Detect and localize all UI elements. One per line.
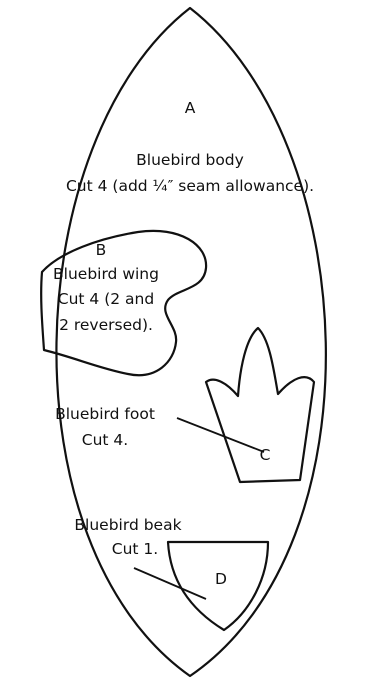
beak-name-label: Bluebird beak bbox=[74, 516, 182, 534]
wing-name-label: Bluebird wing bbox=[53, 265, 159, 283]
body-piece-outline bbox=[55, 6, 327, 678]
foot-letter-label: C bbox=[259, 446, 271, 464]
beak-piece-outline bbox=[166, 540, 270, 632]
body-instructions-label: Cut 4 (add ¼″ seam allowance). bbox=[65, 177, 315, 195]
wing-instructions-line1: Cut 4 (2 and bbox=[57, 290, 155, 308]
body-name-label: Bluebird body bbox=[136, 151, 244, 169]
wing-instructions-line2: 2 reversed). bbox=[59, 316, 153, 334]
foot-instructions-label: Cut 4. bbox=[81, 431, 129, 449]
wing-piece-outline bbox=[40, 229, 208, 377]
beak-leader-line bbox=[133, 567, 207, 600]
body-letter-label: A bbox=[184, 99, 196, 117]
beak-letter-label: D bbox=[215, 570, 227, 588]
foot-name-label: Bluebird foot bbox=[55, 405, 155, 423]
foot-piece-outline bbox=[204, 326, 316, 484]
foot-leader-line bbox=[176, 417, 265, 453]
beak-instructions-label: Cut 1. bbox=[111, 540, 159, 558]
wing-letter-label: B bbox=[95, 241, 107, 259]
